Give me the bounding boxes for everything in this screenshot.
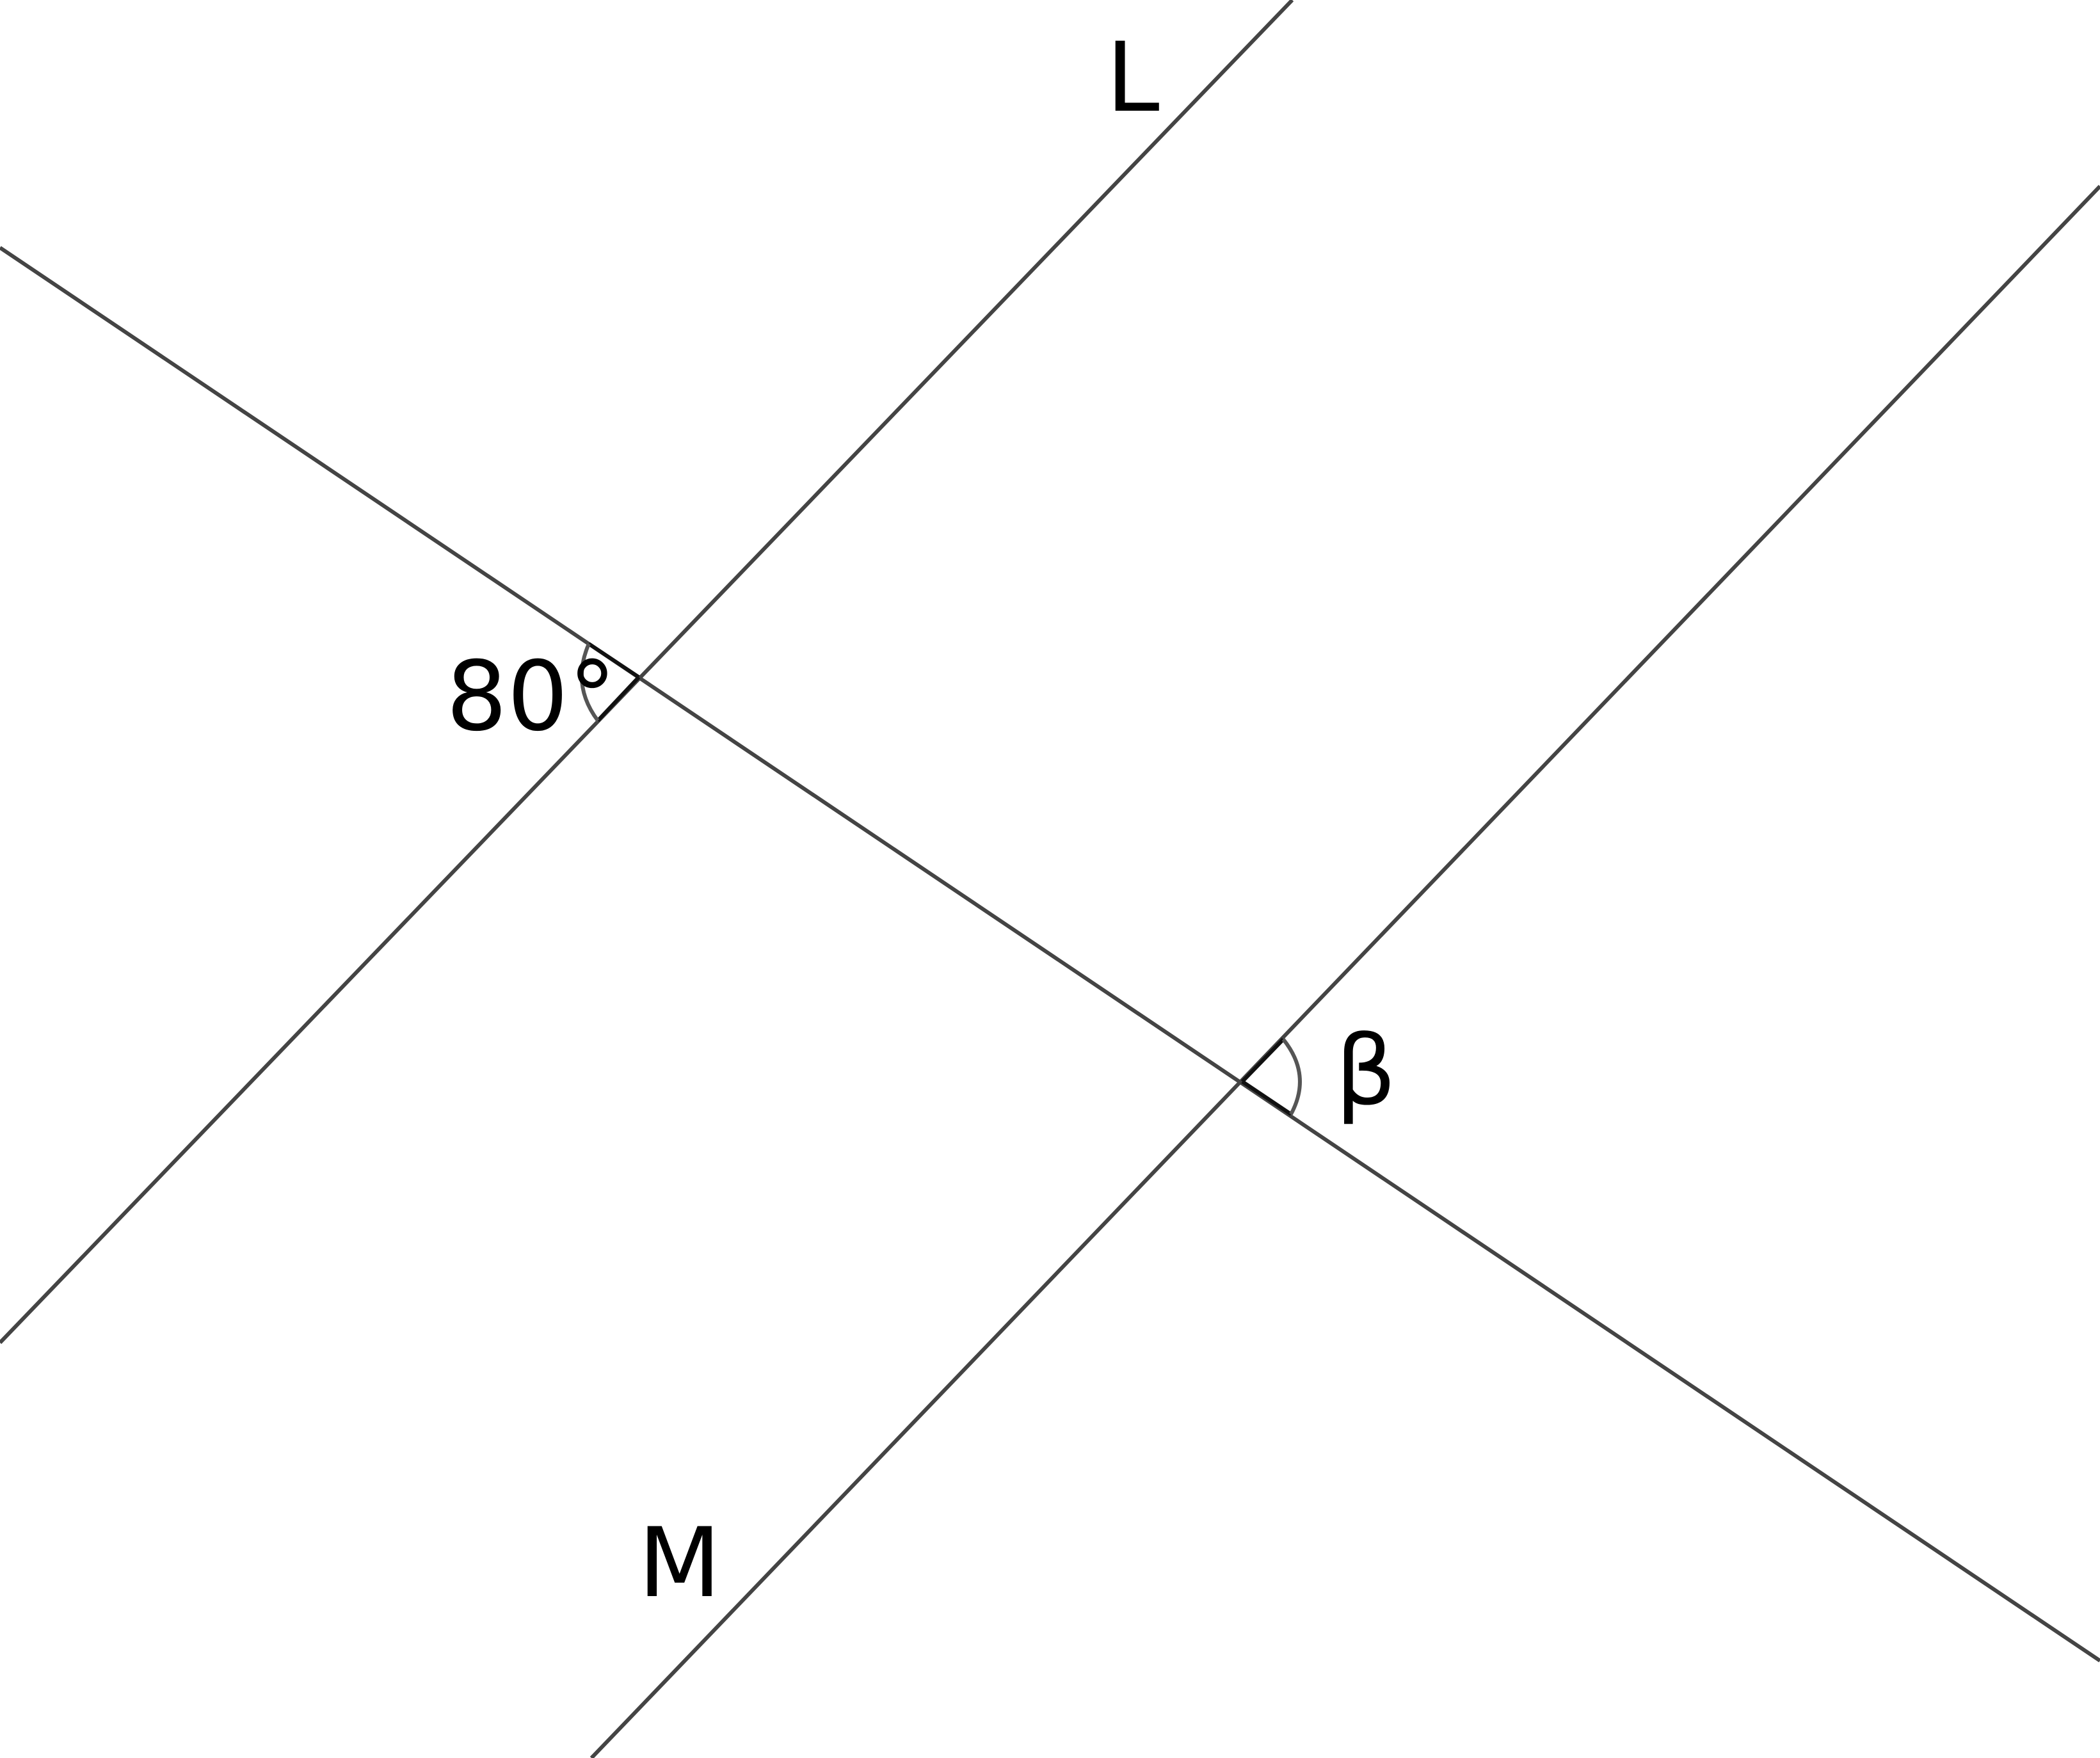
angle-marker-80 xyxy=(579,642,641,723)
angle-ray-transversal xyxy=(588,642,640,679)
angle-label-80: 80° xyxy=(446,641,616,753)
angle-ray-l xyxy=(596,675,641,723)
angle-label-beta: β xyxy=(1335,1016,1397,1127)
angle-marker-beta xyxy=(1240,1037,1302,1116)
line-m xyxy=(589,184,2100,1758)
angle-ray-m xyxy=(1240,1037,1285,1083)
line-label-m: M xyxy=(638,1508,721,1619)
angle-ray-transversal-2 xyxy=(1241,1080,1292,1116)
transversal-line xyxy=(0,246,2100,1663)
line-label-l: L xyxy=(1106,22,1160,134)
angle-arc-80 xyxy=(579,643,600,722)
angle-arc-beta xyxy=(1281,1038,1302,1115)
line-l xyxy=(0,0,1294,1345)
